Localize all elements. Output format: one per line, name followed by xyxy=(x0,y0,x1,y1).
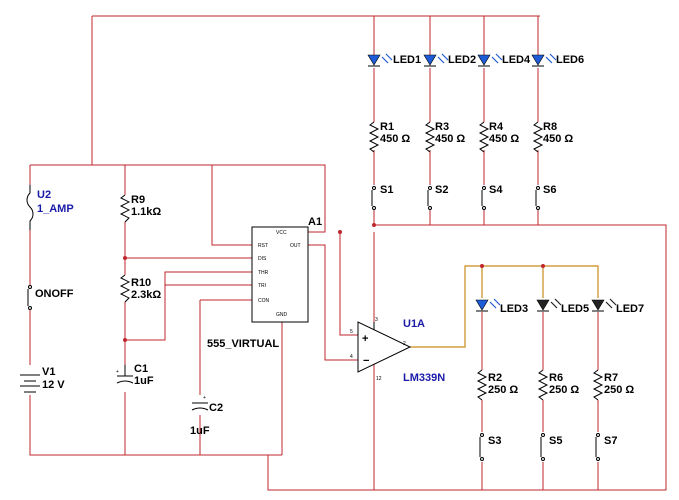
resistor-r4-value: 450 Ω xyxy=(489,133,519,145)
led-5-label: LED5 xyxy=(561,303,589,315)
led-3-label: LED3 xyxy=(500,303,528,315)
switch-s2[interactable] xyxy=(427,186,432,210)
battery-v1-ref: V1 xyxy=(42,366,55,378)
resistor-r2-value: 250 Ω xyxy=(488,384,518,396)
capacitor-c1-value: 1uF xyxy=(134,375,154,387)
switch-s4[interactable] xyxy=(481,186,486,210)
fuse-u2-value: 1_AMP xyxy=(37,203,74,215)
led-6[interactable] xyxy=(531,53,557,67)
led-2[interactable] xyxy=(423,53,449,67)
switch-s7[interactable] xyxy=(595,433,600,461)
switch-s2-label: S2 xyxy=(435,184,448,196)
resistor-r4[interactable] xyxy=(478,121,490,153)
resistor-r1-value: 450 Ω xyxy=(380,133,410,145)
resistor-r9-ref: R9 xyxy=(131,194,145,206)
switch-onoff[interactable] xyxy=(27,285,32,310)
top-row: LED1 R1 450 Ω S1 LED2 R3 450 Ω S2 LED4 R… xyxy=(367,53,584,210)
led-7[interactable] xyxy=(591,298,617,312)
resistor-r2-ref: R2 xyxy=(488,372,502,384)
svg-text:+: + xyxy=(203,395,206,401)
pin-vcc: VCC xyxy=(276,230,287,236)
resistor-r9[interactable] xyxy=(119,194,131,223)
pin-con: CON xyxy=(258,298,270,304)
pin-dis: DIS xyxy=(258,256,267,262)
led-7-label: LED7 xyxy=(616,303,644,315)
resistor-r1-ref: R1 xyxy=(380,121,394,133)
resistor-r7[interactable] xyxy=(592,369,604,401)
resistor-r7-ref: R7 xyxy=(604,372,618,384)
led-1-label: LED1 xyxy=(393,54,421,66)
comparator-ref: U1A xyxy=(403,318,425,330)
switch-s3-label: S3 xyxy=(488,435,501,447)
comparator-pin3: 3 xyxy=(375,317,378,323)
resistor-r4-ref: R4 xyxy=(489,121,504,133)
switch-onoff-label: ONOFF xyxy=(35,288,74,300)
capacitor-c1-ref: C1 xyxy=(134,363,148,375)
pin-rst: RST xyxy=(258,243,268,249)
junctions xyxy=(123,223,545,342)
comparator-pin4: 4 xyxy=(350,354,353,360)
timer-type: 555_VIRTUAL xyxy=(207,338,279,350)
resistor-r10[interactable] xyxy=(119,274,131,303)
timer-555[interactable]: VCC RST OUT DIS THR TRI CON GND xyxy=(251,226,309,323)
comparator-pin12: 12 xyxy=(376,376,382,382)
resistor-r8-ref: R8 xyxy=(543,121,557,133)
svg-text:+: + xyxy=(362,333,368,345)
fuse-u2-ref: U2 xyxy=(37,189,51,201)
capacitor-c2[interactable]: + xyxy=(191,395,209,411)
switch-s5[interactable] xyxy=(540,433,545,461)
led-2-label: LED2 xyxy=(448,54,476,66)
switch-s1[interactable] xyxy=(371,186,376,210)
pin-thr: THR xyxy=(258,270,269,276)
resistor-r1[interactable] xyxy=(368,121,380,153)
switch-s6[interactable] xyxy=(535,186,540,210)
battery-v1-value: 12 V xyxy=(42,379,65,391)
resistor-r8[interactable] xyxy=(532,121,544,153)
wires xyxy=(29,15,667,491)
bottom-row: LED3 R2 250 Ω S3 LED5 R6 250 Ω S5 LED7 R… xyxy=(475,298,644,461)
capacitor-c2-ref: C2 xyxy=(209,402,223,414)
led-3[interactable] xyxy=(475,298,501,312)
resistor-r6-ref: R6 xyxy=(549,372,563,384)
capacitor-c1[interactable]: + xyxy=(116,365,134,384)
switch-s7-label: S7 xyxy=(604,435,617,447)
led-1[interactable] xyxy=(367,53,393,67)
switch-s1-label: S1 xyxy=(380,184,393,196)
pin-gnd: GND xyxy=(276,312,288,318)
svg-text:+: + xyxy=(116,369,119,375)
resistor-r6-value: 250 Ω xyxy=(549,384,579,396)
resistor-r6[interactable] xyxy=(537,369,549,401)
resistor-r3-value: 450 Ω xyxy=(435,133,465,145)
capacitor-c2-value: 1uF xyxy=(190,425,210,437)
switch-s5-label: S5 xyxy=(549,435,562,447)
svg-text:−: − xyxy=(363,355,369,367)
led-6-label: LED6 xyxy=(556,54,584,66)
resistor-r10-ref: R10 xyxy=(131,277,151,289)
comparator-pin2: 2 xyxy=(403,341,406,347)
led-5[interactable] xyxy=(536,298,562,312)
comparator-pin5: 5 xyxy=(350,329,353,335)
pin-tri: TRI xyxy=(258,283,266,289)
switch-s4-label: S4 xyxy=(489,184,503,196)
switch-s6-label: S6 xyxy=(543,184,556,196)
fuse-u2[interactable] xyxy=(26,185,34,230)
battery-v1[interactable] xyxy=(20,374,40,393)
switch-s3[interactable] xyxy=(479,433,484,461)
resistor-r10-value: 2.3kΩ xyxy=(131,289,161,301)
comparator-u1a[interactable]: + − xyxy=(357,321,412,373)
resistor-r2[interactable] xyxy=(476,369,488,401)
comparator-type: LM339N xyxy=(403,372,445,384)
led-4[interactable] xyxy=(477,53,503,67)
pin-out: OUT xyxy=(290,243,301,249)
timer-ref: A1 xyxy=(308,216,322,228)
resistor-r7-value: 250 Ω xyxy=(604,384,634,396)
resistor-r3[interactable] xyxy=(424,121,436,153)
resistor-r8-value: 450 Ω xyxy=(543,133,573,145)
resistor-r9-value: 1.1kΩ xyxy=(131,206,161,218)
resistor-r3-ref: R3 xyxy=(435,121,449,133)
led-4-label: LED4 xyxy=(502,54,531,66)
